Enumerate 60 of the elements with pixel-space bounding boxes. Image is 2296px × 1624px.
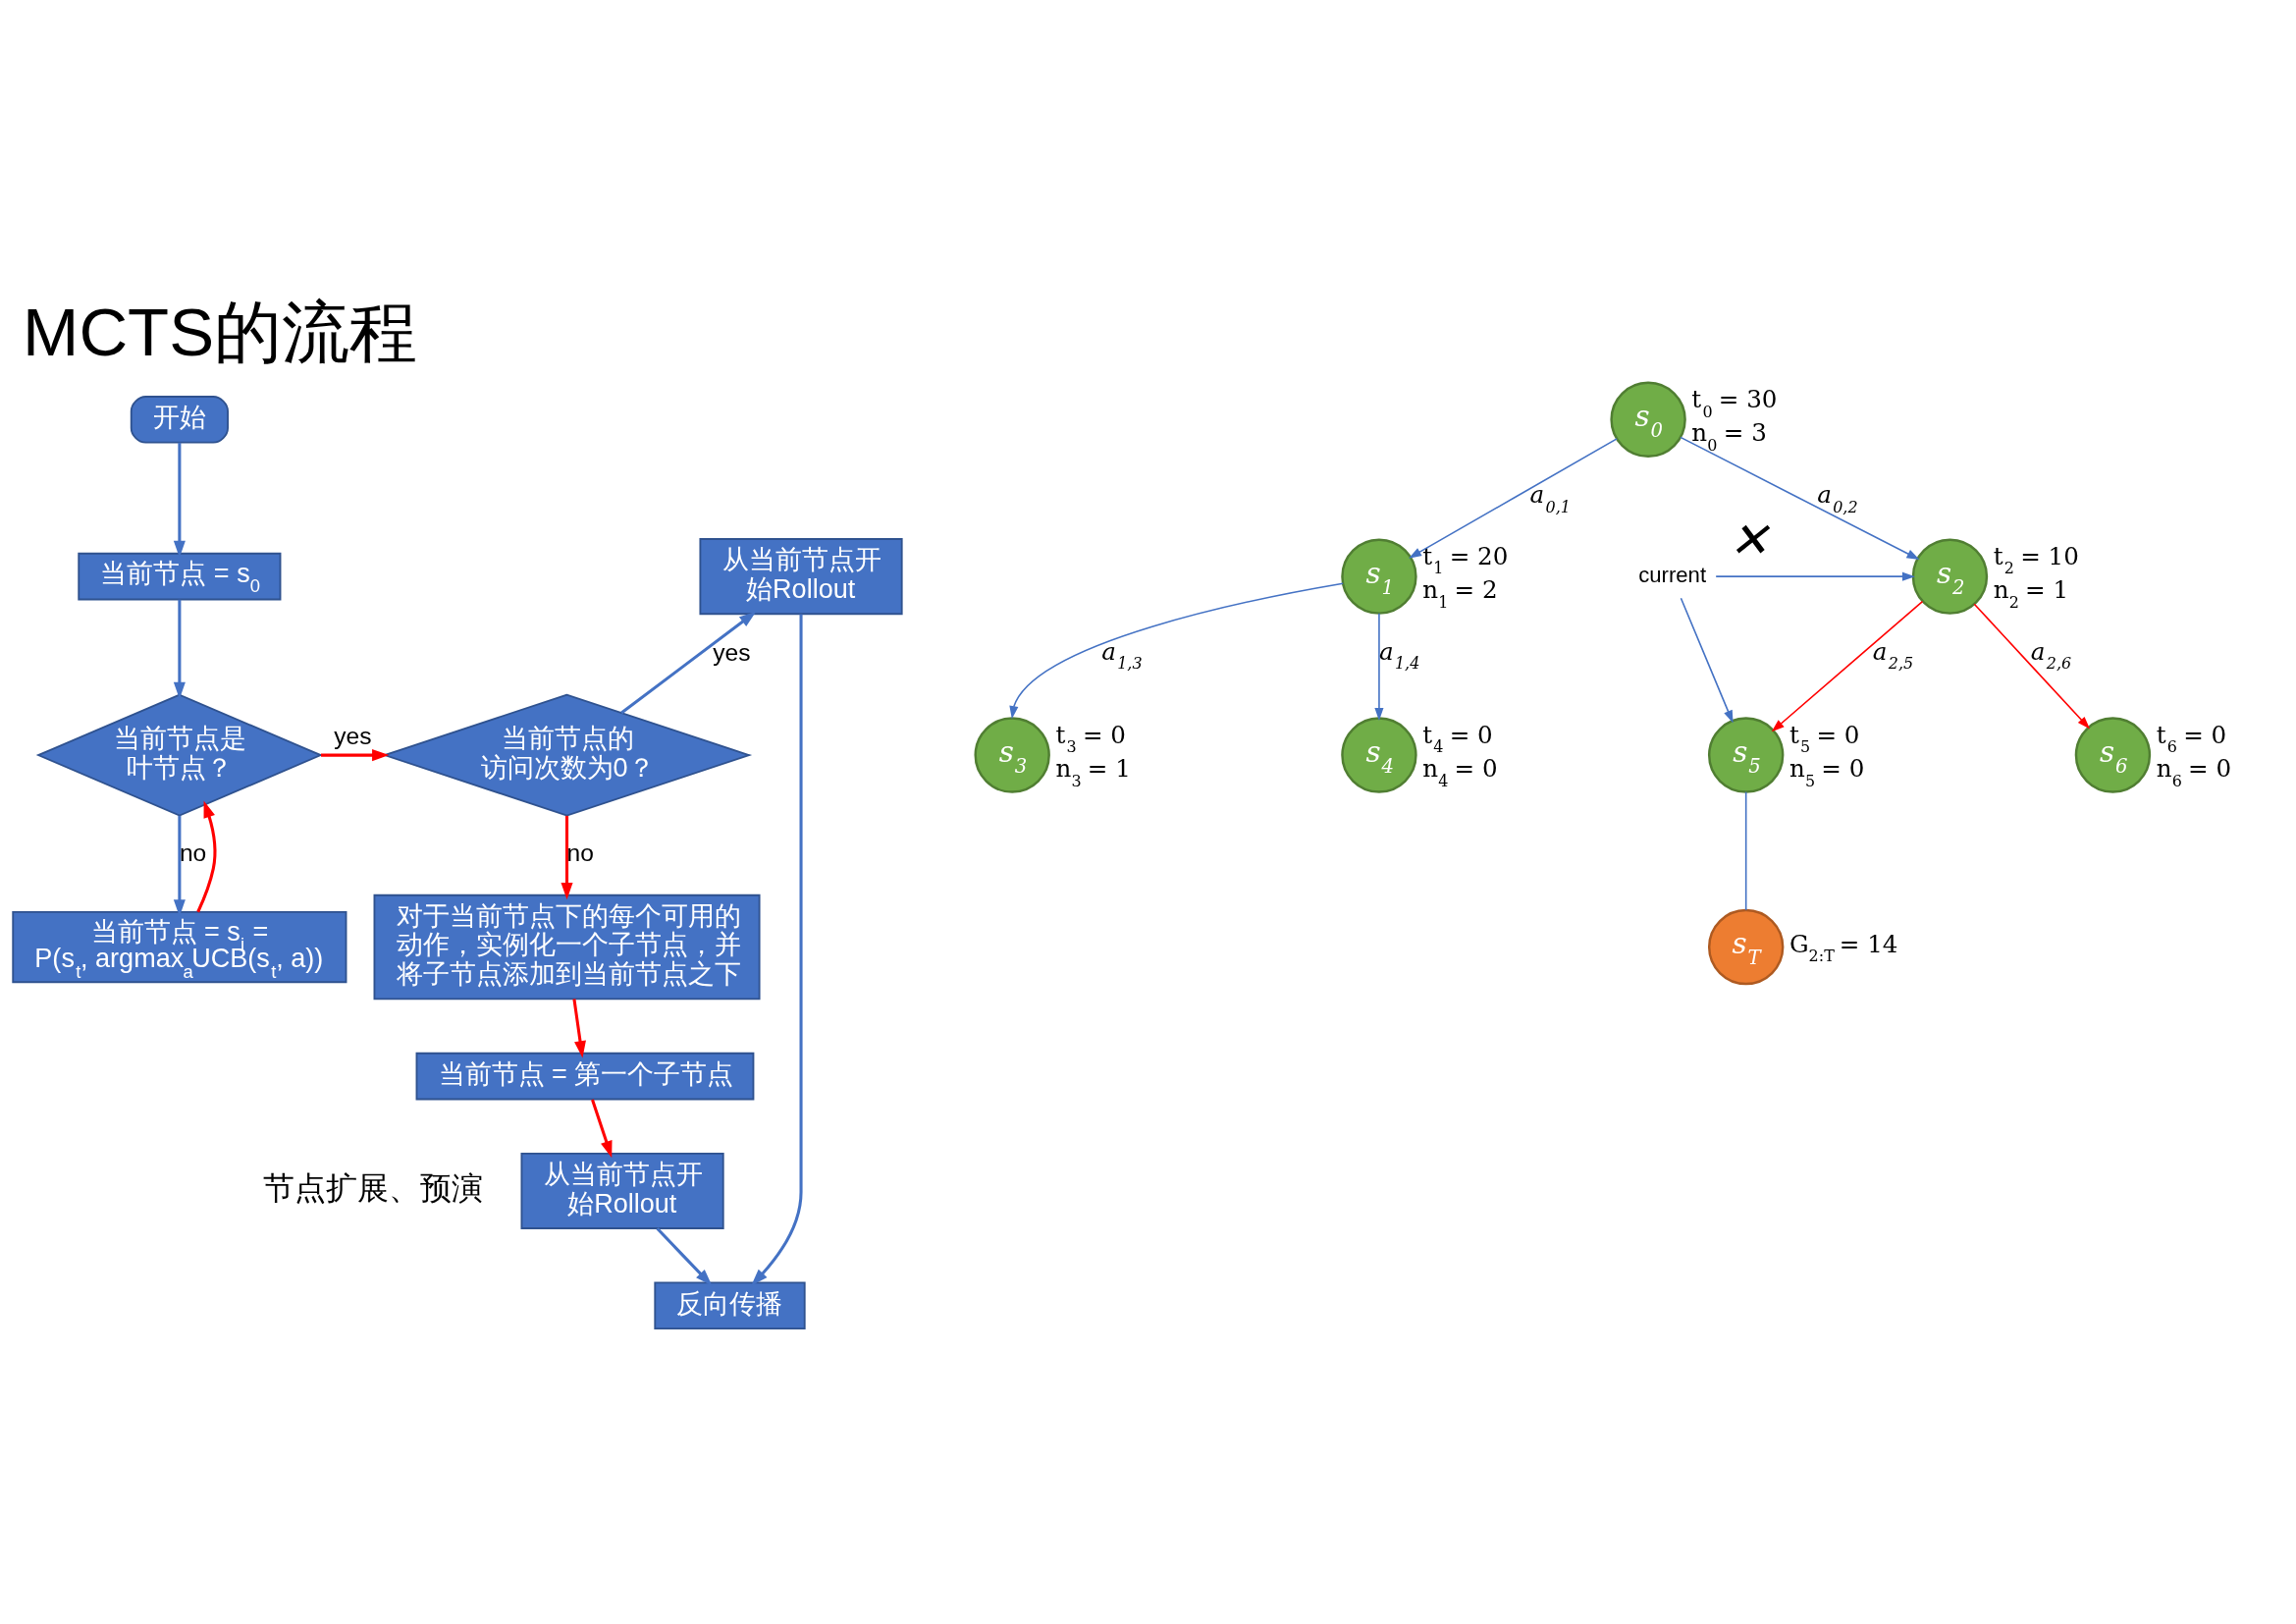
arrow (196, 800, 217, 912)
node-box: 当前节点 = s$_{i}$ = P(s$_{t}$, argmax$_{a}$UCB(s$_{t}$, a)) (12, 910, 347, 983)
arrow (173, 442, 186, 558)
arrow (1973, 602, 2091, 730)
arrow (1409, 437, 1618, 559)
arrow (656, 1226, 713, 1286)
node-box: 当前节点 = 第一个子节点 (415, 1052, 755, 1100)
arrow (572, 998, 586, 1057)
node-box: 对于当前节点下的每个可用的动作，实例化一个子节点，并将子节点添加到当前节点之下 (373, 893, 761, 1000)
node-label: t$_{5}$ = 0 (1789, 720, 1860, 756)
node-label: t$_{4}$ = 0 (1422, 720, 1493, 756)
node-box: 从当前节点开始Rollout (520, 1152, 724, 1229)
node-circle: s$_{0}$ (1610, 381, 1686, 458)
arrow (1374, 612, 1384, 721)
node-box: 开始 (130, 395, 229, 444)
edge-label: a$_{0,1}$ (1529, 479, 1571, 516)
edge-label: a$_{2,6}$ (2030, 636, 2072, 673)
edge-label: yes (713, 638, 751, 666)
arrow (173, 599, 186, 699)
edge-label: no (179, 839, 207, 866)
node-circle: s$_{3}$ (974, 716, 1050, 793)
label: 节点扩展、预演 (262, 1169, 483, 1206)
node-label: n$_{2}$ = 1 (1993, 574, 2069, 612)
node-circle: s$_{2}$ (1911, 537, 1989, 615)
diagram-title: MCTS的流程 (23, 294, 418, 370)
node-text: current (1638, 562, 1707, 587)
edge-label: no (566, 839, 594, 866)
edge-label: ✕ (1729, 511, 1770, 568)
node-box: 反向传播 (654, 1280, 806, 1329)
connector (1744, 790, 1747, 911)
arrow (751, 614, 803, 1286)
node-box: 当前节点 = s$_{0}$ (78, 552, 282, 600)
node-label: t$_{1}$ = 20 (1422, 541, 1509, 577)
node-circle: s$_{1}$ (1341, 537, 1417, 615)
node-label: n$_{5}$ = 0 (1789, 753, 1865, 790)
node-circle: s$_{T}$ (1707, 908, 1785, 985)
arrow (321, 748, 390, 761)
edge-label: a$_{1,3}$ (1101, 636, 1143, 673)
arrow (591, 1098, 613, 1158)
edge-label: a$_{0,2}$ (1817, 479, 1858, 516)
arrow (1009, 581, 1344, 719)
node-label: n$_{1}$ = 2 (1422, 574, 1498, 612)
node-label: t$_{6}$ = 0 (2156, 720, 2227, 756)
arrow (1715, 571, 1915, 581)
node-label: t$_{2}$ = 10 (1993, 541, 2079, 577)
node-label: n$_{3}$ = 1 (1055, 753, 1131, 790)
arrow (1771, 600, 1924, 731)
node-box: 从当前节点开始Rollout (699, 537, 903, 615)
edge-label: yes (334, 722, 372, 749)
node-circle: s$_{4}$ (1341, 716, 1417, 793)
arrow (620, 611, 757, 714)
edge-label: a$_{2,5}$ (1872, 636, 1914, 673)
arrow (1680, 436, 1920, 560)
node-label: t$_{3}$ = 0 (1055, 720, 1126, 756)
arrow (1680, 597, 1734, 723)
arrow (561, 815, 573, 899)
node-label: n$_{6}$ = 0 (2156, 753, 2232, 790)
edge-label: a$_{1,4}$ (1378, 636, 1420, 673)
node-label: G$_{2:T}$ = 14 (1789, 929, 1898, 965)
node-label: n$_{4}$ = 0 (1422, 753, 1498, 790)
